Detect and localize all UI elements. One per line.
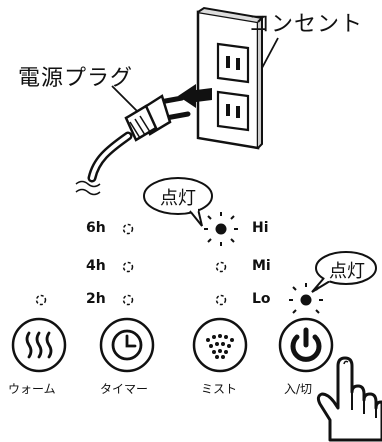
plug-label: 電源プラグ xyxy=(18,66,134,91)
warm-button[interactable] xyxy=(11,317,67,373)
power-button-label: 入/切 xyxy=(284,382,313,396)
mist-button-label: ミスト xyxy=(201,382,238,396)
led-warm xyxy=(35,294,47,306)
power-icon xyxy=(290,327,322,362)
cord-break-mark xyxy=(75,180,101,188)
timer-button-label: タイマー xyxy=(100,382,149,396)
led-hi-lit xyxy=(204,212,238,246)
timer-label-2h: 2h xyxy=(86,291,106,307)
clock-icon xyxy=(111,329,143,361)
power-button[interactable] xyxy=(278,317,334,373)
timer-label-6h: 6h xyxy=(86,220,106,236)
outlet-leader-line xyxy=(261,37,279,69)
lit-label-top: 点灯 xyxy=(160,188,196,209)
lit-bubble-top xyxy=(143,177,213,227)
led-6h xyxy=(122,223,134,235)
led-power-lit xyxy=(289,283,323,314)
timer-label-4h: 4h xyxy=(86,258,106,274)
outlet-label: コンセント xyxy=(248,12,364,37)
mode-label-hi: Hi xyxy=(252,220,269,236)
mist-dots-icon xyxy=(206,334,234,359)
led-4h xyxy=(122,261,134,273)
mode-label-lo: Lo xyxy=(252,291,271,307)
pointing-hand-icon xyxy=(316,356,382,442)
led-mi xyxy=(215,261,227,273)
wall-outlet xyxy=(196,6,265,150)
plug-leader-line xyxy=(111,85,139,113)
mist-button[interactable] xyxy=(192,317,248,373)
insert-arrow-icon xyxy=(178,84,212,108)
lit-label-power: 点灯 xyxy=(329,261,365,282)
power-plug-icon xyxy=(87,94,191,183)
led-2h xyxy=(122,294,134,306)
timer-button[interactable] xyxy=(99,317,155,373)
heat-waves-icon xyxy=(25,331,53,359)
warm-button-label: ウォーム xyxy=(8,382,56,396)
led-lo xyxy=(215,294,227,306)
mode-label-mi: Mi xyxy=(252,258,271,274)
